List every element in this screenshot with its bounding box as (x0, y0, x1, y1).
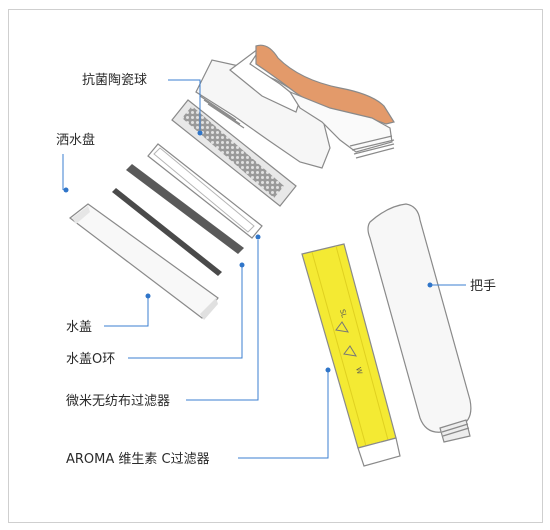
vitamin-c-filter: SL W (301, 243, 401, 467)
label-ceramic-balls: 抗菌陶瓷球 (82, 72, 147, 88)
label-cover-o-ring: 水盖O环 (66, 352, 115, 367)
handle (367, 203, 472, 443)
shower-tray (147, 143, 263, 239)
label-handle: 把手 (470, 279, 496, 294)
svg-text:W: W (354, 366, 364, 375)
o-ring (126, 164, 244, 254)
label-water-cover: 水盖 (66, 320, 92, 335)
label-vitamin-c-filter: AROMA 维生素 C过滤器 (66, 452, 210, 467)
svg-text:SL: SL (338, 308, 348, 318)
water-cover (69, 203, 219, 320)
thin-rod (112, 188, 222, 276)
label-microfiber-filter: 微米无纺布过滤器 (66, 394, 170, 409)
label-shower-tray: 洒水盘 (56, 132, 95, 148)
copper-cap (255, 44, 395, 125)
ceramic-ball-cartridge (171, 99, 297, 207)
leader-lines (62, 79, 466, 459)
shower-head-body (195, 44, 395, 169)
